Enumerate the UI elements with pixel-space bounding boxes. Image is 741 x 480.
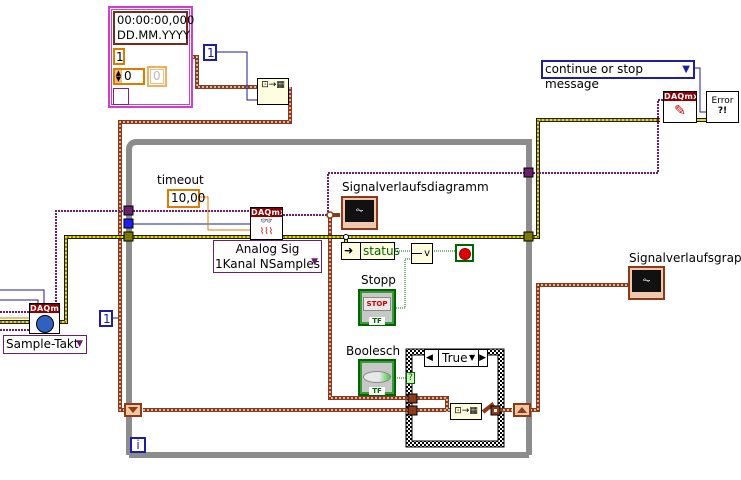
chart-label: Signalverlaufsdiagramm <box>342 180 489 194</box>
dialog-option-ring[interactable]: continue or stop message ▼ <box>541 60 695 91</box>
graph-label: Signalverlaufsgraph <box>629 251 741 265</box>
while-loop[interactable] <box>126 139 532 458</box>
error-in-tunnel[interactable] <box>123 231 134 242</box>
daqmx-read-node[interactable]: DAQmx 👓 ⌇⌇⌇ <box>250 207 283 240</box>
led-icon <box>363 371 391 383</box>
samples-constant[interactable]: 1 <box>99 310 113 327</box>
date-text: DD.MM.YYYY <box>117 28 190 42</box>
case-tunnel-in-2[interactable] <box>407 405 418 416</box>
daqmx-header: DAQmx <box>664 92 697 101</box>
increment-case-icon[interactable]: ▶ <box>478 350 486 366</box>
stop-sign-icon <box>458 248 471 260</box>
boolean-wires <box>395 250 455 379</box>
dropdown-arrow-icon: ▼ <box>682 64 690 75</box>
task-out-tunnel[interactable] <box>523 167 534 178</box>
clock-icon <box>35 315 54 333</box>
spinner-control[interactable]: ▲▼ 0 <box>113 68 145 85</box>
dropdown-arrow-icon: ▼ <box>76 339 83 349</box>
shift-register-left[interactable] <box>124 403 142 417</box>
empty-element[interactable] <box>113 88 129 105</box>
index-constant[interactable]: 1 <box>203 44 217 61</box>
error-out-tunnel[interactable] <box>523 231 534 242</box>
readonly-numeric: 0 <box>147 66 167 87</box>
numeric-wires <box>0 51 706 319</box>
numeric-in-tunnel[interactable] <box>123 218 134 229</box>
build-array-icon: ⊡→▦ <box>261 80 285 90</box>
simple-error-handler-node[interactable]: Error ?! <box>706 91 739 123</box>
case-tunnel-in-1[interactable] <box>407 393 418 404</box>
glasses-icon: 👓 <box>260 216 273 227</box>
build-array-node[interactable]: ⊡→▦ <box>257 78 289 105</box>
stop-button-icon: STOP <box>363 297 391 311</box>
boolean-led-terminal[interactable]: TF <box>358 359 396 396</box>
numeric-constant[interactable]: 1 <box>113 48 125 65</box>
graph-icon: ⏦ <box>632 270 661 292</box>
unbundle-status-node[interactable]: ➜ status <box>341 242 400 260</box>
time-text: 00:00:00,000 <box>117 13 195 27</box>
spinner-arrows-icon[interactable]: ▲▼ <box>115 69 122 83</box>
timing-polymorphic-selector[interactable]: Sample-Takt ▼ <box>3 335 87 354</box>
decrement-case-icon[interactable]: ◀ <box>426 353 433 363</box>
timeout-wire <box>199 196 250 231</box>
case-selector[interactable]: ◀ True ▼ ▶ <box>424 349 488 367</box>
task-wires <box>0 99 663 331</box>
arrow-icon: ➜ <box>344 244 354 257</box>
case-selector-terminal[interactable]: ? <box>406 372 415 384</box>
loop-iteration-terminal: i <box>130 437 146 453</box>
stop-button-terminal[interactable]: STOP TF <box>358 289 396 326</box>
insert-into-array-node[interactable]: ⊡→▦ <box>450 403 482 420</box>
dropdown-arrow-icon[interactable]: ▼ <box>469 353 476 362</box>
waveform-graph-terminal[interactable]: ⏦ <box>628 266 665 300</box>
daqmx-timing-node[interactable]: DAQmx <box>29 303 60 334</box>
read-polymorphic-selector[interactable]: Analog Sig 1Kanal NSamples ▼ <box>213 240 322 273</box>
stop-control-label: Stopp <box>361 273 396 287</box>
waveform-chart-terminal[interactable]: ⏦ <box>341 196 378 230</box>
waveform-icon: ⌇⌇⌇ <box>259 227 274 237</box>
insert-array-icon: ⊡→▦ <box>454 406 478 416</box>
daqmx-clear-task-node[interactable]: DAQmx ✎ <box>663 91 697 123</box>
loop-condition-terminal[interactable] <box>455 244 474 262</box>
boolean-control-label: Boolesch <box>346 344 401 358</box>
error-icon-text: Error <box>711 96 734 106</box>
dropdown-arrow-icon: ▼ <box>311 257 318 267</box>
shift-register-right[interactable] <box>513 403 531 417</box>
eraser-icon: ✎ <box>674 103 686 119</box>
timeout-constant[interactable]: 10,00 <box>167 189 205 208</box>
timeout-label: timeout <box>157 173 204 187</box>
task-in-tunnel[interactable] <box>123 205 134 216</box>
timestamp-constant[interactable]: 00:00:00,000 DD.MM.YYYY <box>113 11 195 45</box>
timestamp-cluster-constant[interactable]: 00:00:00,000 DD.MM.YYYY 1 ▲▼ 0 0 <box>108 6 195 108</box>
spinner-value: 0 <box>124 69 132 83</box>
dialog-option-text: continue or stop message <box>545 62 643 91</box>
chart-icon: ⏦ <box>345 200 374 222</box>
